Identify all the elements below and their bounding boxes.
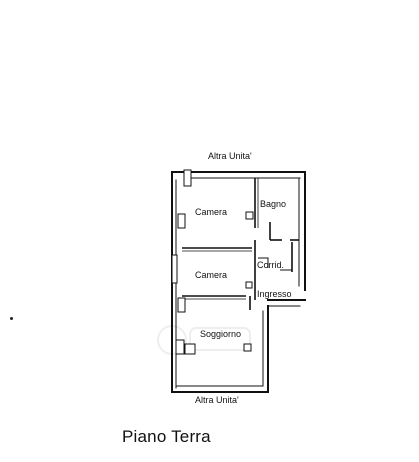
room-label-bagno: Bagno <box>260 199 287 209</box>
room-label-ingresso: Ingresso <box>257 289 292 299</box>
room-label-soggiorno: Soggiorno <box>200 329 242 339</box>
floor-title: Piano Terra <box>122 427 211 446</box>
room-label-camera-2: Camera <box>195 270 228 280</box>
windows <box>171 169 196 355</box>
scan-speck <box>10 317 13 320</box>
bottom-neighbor-label: Altra Unita' <box>195 395 239 405</box>
room-label-camera-1: Camera <box>195 207 228 217</box>
room-label-corridoio: Corrid. <box>257 260 285 270</box>
inner-walls <box>182 178 299 310</box>
top-neighbor-label: Altra Unita' <box>208 151 252 161</box>
doors <box>243 211 292 352</box>
